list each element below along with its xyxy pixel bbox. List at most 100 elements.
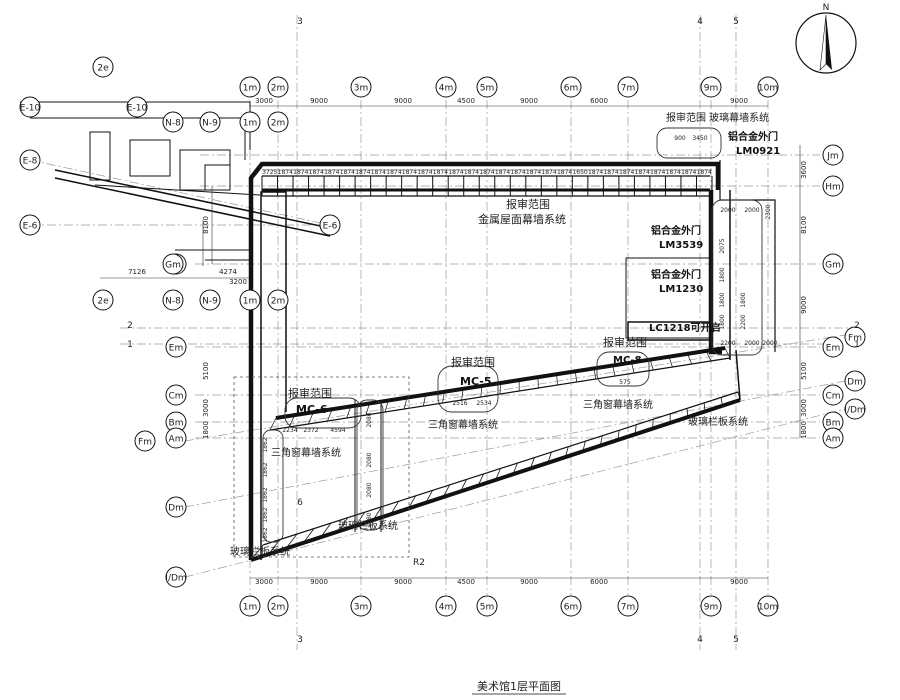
drawing-title: 美术馆1层平面图 xyxy=(477,679,561,693)
drawing-annotations: 报审范围 玻璃幕墙系统 铝合金外门 LM0921 报审范围 金属屋面幕墙系统 铝… xyxy=(230,111,780,558)
left-axis-bubble-label: I/Dm xyxy=(165,574,186,584)
top-rail-dimension: 1874 xyxy=(557,169,572,176)
left-axis-bubble: Em xyxy=(165,336,187,358)
label-lc1218: LC1218可开启 xyxy=(649,321,721,334)
label-review-scope-3: 报审范围 xyxy=(451,355,495,369)
left-axis-bubble-label: Dm xyxy=(168,504,184,514)
top-dimension: 9000 xyxy=(310,97,328,105)
small-dimension: 2534 xyxy=(476,400,491,407)
small-dimension: 1800 xyxy=(740,292,747,307)
upper-left-axis-bubble-label: E-10 xyxy=(127,104,148,114)
upper-left-axis-bubble: N-9 xyxy=(199,111,221,133)
mullion xyxy=(337,517,349,532)
top-rail-dimension: 1874 xyxy=(603,169,618,176)
upper-left-axis-bubble: 2e xyxy=(92,56,114,78)
label-review-scope-2: 报审范围 xyxy=(603,335,647,349)
small-dimension: 1800 xyxy=(719,267,726,282)
upper-left-axis-bubble: 1m xyxy=(239,111,261,133)
upper-left-axis-bubble: Gm xyxy=(162,253,184,275)
bottom-dimension: 9000 xyxy=(394,578,412,586)
slanted-wall-mullions xyxy=(250,347,741,561)
top-rail-dimension: 1874 xyxy=(386,169,401,176)
left-dimension: 8100 xyxy=(202,216,210,234)
numbered-axis-label: 1 xyxy=(127,340,133,350)
mullion xyxy=(634,424,637,435)
numbered-axis-label: 2 xyxy=(127,321,133,331)
top-rail-dimension: 1874 xyxy=(526,169,541,176)
numbered-axis-label: R2 xyxy=(413,558,425,568)
top-axis-bubble: 2m xyxy=(267,76,289,98)
label-review-scope-4: 报审范围 xyxy=(288,386,332,400)
top-dimension: 9000 xyxy=(520,97,538,105)
mullion xyxy=(495,468,501,481)
small-dimension: 1862 xyxy=(262,462,269,477)
bottom-axis-bubble: 10m xyxy=(757,595,779,617)
bottom-axis-bubble-label: 9m xyxy=(704,603,719,613)
top-rail-dimension: 1874 xyxy=(697,169,712,176)
mullion xyxy=(617,430,620,441)
top-axis-bubble-label: 3m xyxy=(354,84,369,94)
label-door-lm1230-a: 铝合金外门 xyxy=(651,268,701,281)
numbered-axis-label: 5 xyxy=(733,635,739,645)
bottom-axis-bubble: 9m xyxy=(700,595,722,617)
top-rail-dimension: 1874 xyxy=(340,169,355,176)
mullion xyxy=(346,406,352,419)
upper-left-axis-bubble-label: E-10 xyxy=(20,104,41,114)
bottom-axis-bubble: 5m xyxy=(476,595,498,617)
top-rail-dimension: 1874 xyxy=(495,169,510,176)
bottom-dimension: 6000 xyxy=(590,578,608,586)
top-axis-bubble: 6m xyxy=(560,76,582,98)
upper-left-axis-bubble: E-10 xyxy=(126,96,148,118)
top-rail-dimension: 1874 xyxy=(355,169,370,176)
numbered-axis-label: 6 xyxy=(297,498,303,508)
upper-left-axis-bubble-label: 2e xyxy=(97,297,109,307)
small-dimension: 2000 xyxy=(762,340,777,347)
mullion xyxy=(556,374,558,386)
right-slanted-axis-bubble-label: Dm xyxy=(847,378,863,388)
numbered-axis-label: 1 xyxy=(854,340,860,350)
top-rail-dimension: 1874 xyxy=(371,169,386,176)
top-dimension: 9000 xyxy=(394,97,412,105)
small-dimension: 2516 xyxy=(452,400,467,407)
bottom-dimension: 3000 xyxy=(255,578,273,586)
top-curtain-mullions xyxy=(261,176,713,196)
right-dimension: 5100 xyxy=(800,362,808,380)
top-rail-dimension: 1874 xyxy=(588,169,603,176)
top-dimension: 6000 xyxy=(590,97,608,105)
top-rail-dimension: 1874 xyxy=(402,169,417,176)
top-dimension: 4500 xyxy=(457,97,475,105)
upper-left-axis-bubble-label: 1m xyxy=(243,297,258,307)
mullion xyxy=(593,368,597,380)
upper-left-axis-bubble-label: 2m xyxy=(271,119,286,129)
top-axis-bubble: 1m xyxy=(239,76,261,98)
mullion xyxy=(250,544,264,561)
label-glass-railing-1: 玻璃栏板系统 xyxy=(688,415,748,428)
top-axis-bubble: 3m xyxy=(350,76,372,98)
top-rail-dimension: 1874 xyxy=(448,169,463,176)
upper-left-axis-bubble-label: N-8 xyxy=(165,297,181,307)
label-triangle-2: 三角窗幕墙系统 xyxy=(428,418,498,431)
mullion xyxy=(705,350,712,362)
mullion xyxy=(403,397,408,410)
mullion xyxy=(737,391,741,401)
mullion xyxy=(512,462,518,475)
top-rail-dimension: 1874 xyxy=(309,169,324,176)
small-dimension: 2000 xyxy=(744,340,759,347)
right-dimension: 3000 xyxy=(800,399,808,417)
left-dimension: 3000 xyxy=(202,399,210,417)
top-axis-bubble: 7m xyxy=(617,76,639,98)
top-axis-bubble: 4m xyxy=(435,76,457,98)
mullion xyxy=(720,397,723,406)
mullion xyxy=(668,356,673,368)
left-dimension: 1800 xyxy=(202,421,210,439)
top-axis-bubble-label: 9m xyxy=(704,84,719,94)
upper-left-axis-bubble: 2e xyxy=(92,289,114,311)
right-axis-bubble-label: Hm xyxy=(825,183,841,193)
label-glass-railing-2: 玻璃栏板系统 xyxy=(338,519,398,532)
small-dimension: 2000 xyxy=(720,207,735,214)
mullion xyxy=(384,400,389,413)
grid-axis-bubbles: 1m1m2m2m3m3m4m4m5m5m6m6m7m7m9m9m10m10mJm… xyxy=(19,56,866,617)
bottom-axis-bubble-label: 2m xyxy=(271,603,286,613)
label-door-lm3539-b: LM3539 xyxy=(659,240,703,251)
bottom-axis-bubble-label: 1m xyxy=(243,603,258,613)
